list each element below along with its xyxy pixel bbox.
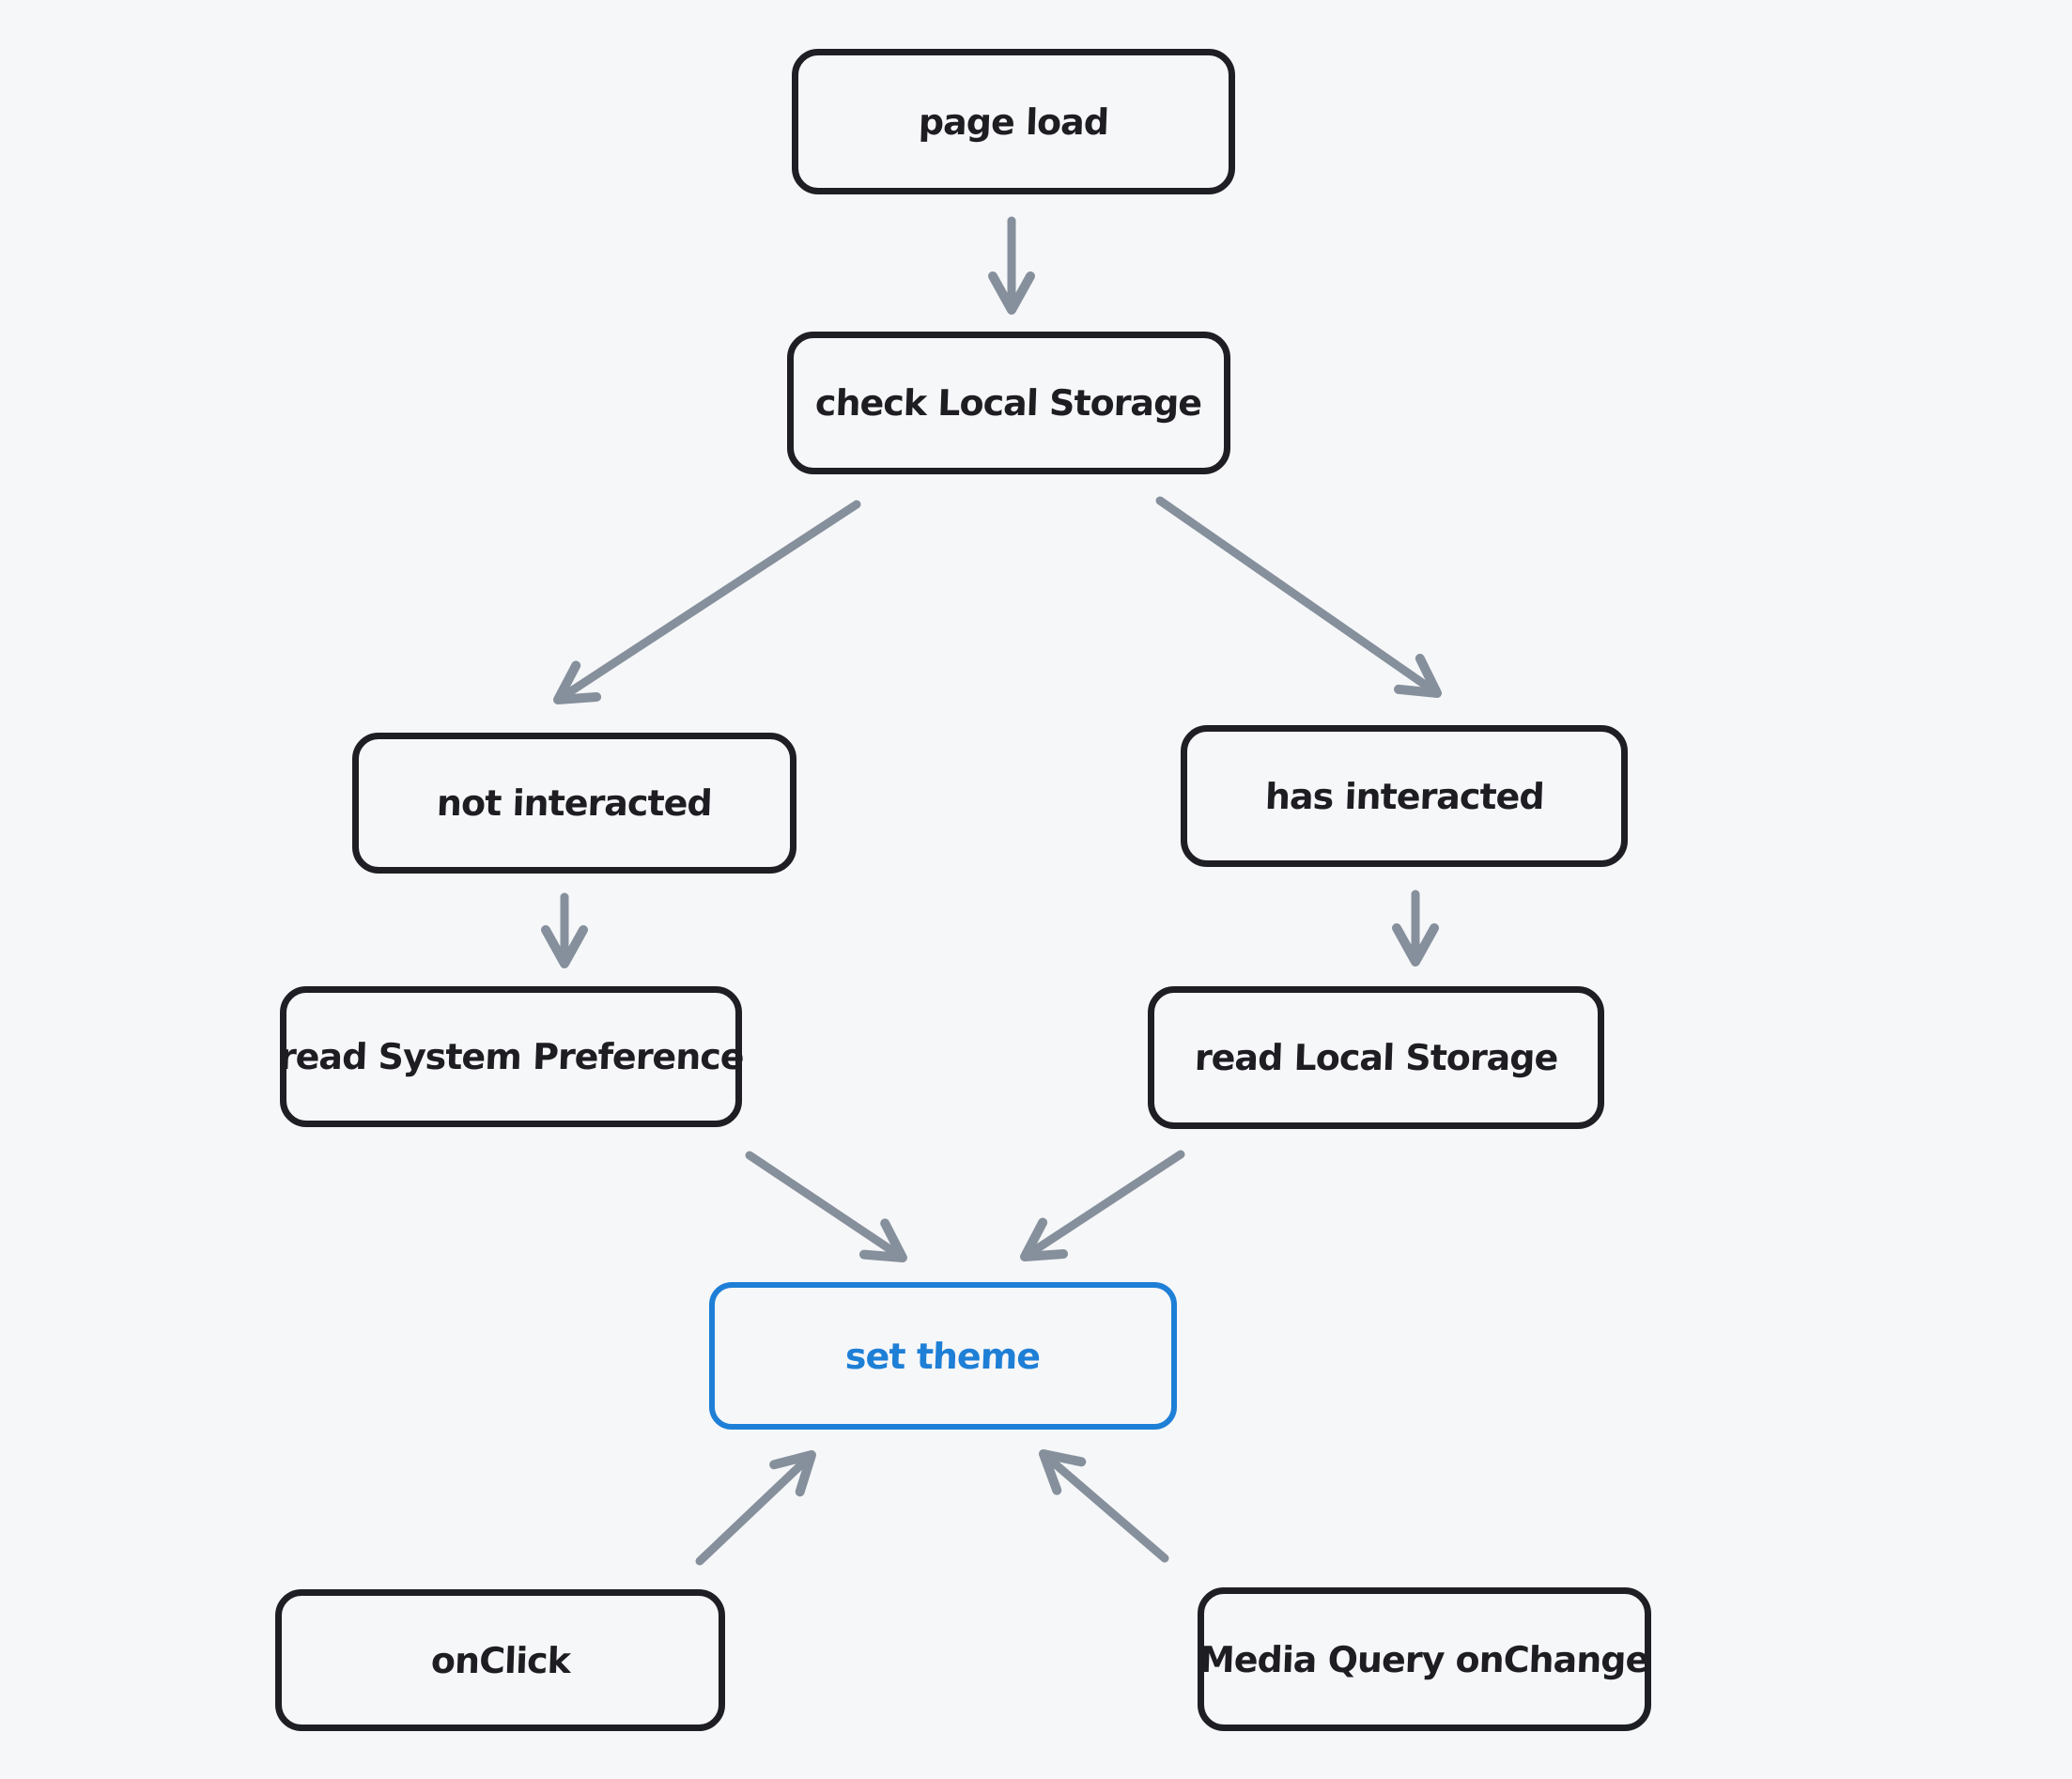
edge-read-local-storage-to-set-theme xyxy=(1020,1150,1185,1261)
node-media-query-onchange: Media Query onChange xyxy=(1198,1587,1651,1731)
node-check-local-storage-label: check Local Storage xyxy=(814,382,1203,424)
edge-read-system-preference-to-set-theme xyxy=(745,1151,907,1262)
edge-onclick-to-set-theme xyxy=(695,1450,816,1566)
edge-media-query-onchange-to-set-theme xyxy=(1039,1449,1169,1563)
node-read-local-storage-label: read Local Storage xyxy=(1194,1037,1558,1078)
node-not-interacted-label: not interacted xyxy=(436,782,713,824)
node-media-query-onchange-label: Media Query onChange xyxy=(1198,1638,1650,1680)
node-set-theme: set theme xyxy=(709,1282,1177,1430)
node-page-load: page load xyxy=(792,49,1235,194)
node-onclick: onClick xyxy=(275,1589,725,1731)
node-set-theme-label: set theme xyxy=(844,1335,1042,1377)
node-not-interacted: not interacted xyxy=(352,733,796,874)
node-read-system-preference: read System Preference xyxy=(277,986,745,1127)
node-has-interacted-label: has interacted xyxy=(1263,775,1545,817)
edge-check-local-storage-to-not-interacted xyxy=(553,500,861,704)
node-has-interacted: has interacted xyxy=(1181,725,1628,867)
edge-check-local-storage-to-has-interacted xyxy=(1155,496,1442,698)
node-onclick-label: onClick xyxy=(429,1639,571,1681)
node-check-local-storage: check Local Storage xyxy=(787,332,1230,474)
node-page-load-label: page load xyxy=(918,101,1109,143)
node-read-system-preference-label: read System Preference xyxy=(277,1036,745,1077)
node-read-local-storage: read Local Storage xyxy=(1148,986,1604,1129)
